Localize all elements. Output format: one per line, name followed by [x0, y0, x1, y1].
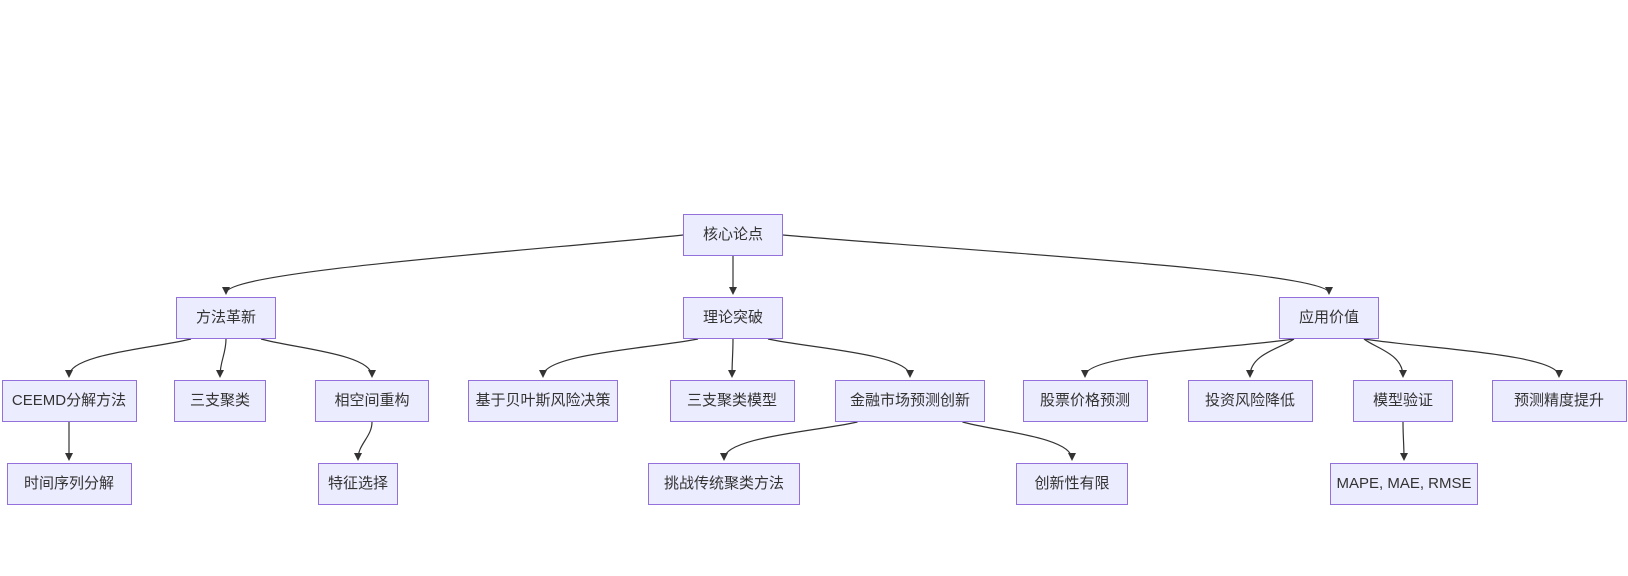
diagram-node-ceemd: CEEMD分解方法 — [1, 380, 137, 422]
diagram-node-fin-innovation: 金融市场预测创新 — [835, 380, 985, 422]
diagram-node-challenge-cluster: 挑战传统聚类方法 — [648, 463, 800, 505]
node-label: 三支聚类 — [189, 391, 250, 409]
node-label: 应用价值 — [1298, 308, 1359, 326]
node-label: 投资风险降低 — [1204, 391, 1295, 409]
node-label: 基于贝叶斯风险决策 — [475, 391, 611, 409]
node-label: 模型验证 — [1372, 391, 1433, 409]
node-label: CEEMD分解方法 — [11, 391, 127, 409]
diagram-node-root: 核心论点 — [683, 214, 783, 256]
edge-root-method — [222, 234, 684, 295]
edge-application-accuracy-improve — [1363, 338, 1563, 378]
node-label: 核心论点 — [702, 225, 763, 243]
edge-model-validation-metrics — [1399, 421, 1408, 461]
edge-method-ceemd — [65, 338, 192, 378]
node-label: MAPE, MAE, RMSE — [1336, 474, 1472, 492]
edge-fin-innovation-challenge-cluster — [720, 421, 858, 461]
diagram-node-feature-selection: 特征选择 — [318, 463, 398, 505]
edge-phase-space-feature-selection — [354, 421, 373, 461]
node-label: 理论突破 — [702, 308, 763, 326]
node-label: 方法革新 — [195, 308, 256, 326]
diagram-node-risk-reduction: 投资风险降低 — [1187, 380, 1313, 422]
diagram-node-ts-decomposition: 时间序列分解 — [6, 463, 132, 505]
diagram-node-application: 应用价值 — [1279, 297, 1379, 339]
node-label: 相空间重构 — [334, 391, 410, 409]
edge-theory-twc-model — [728, 338, 737, 378]
edge-fin-innovation-limited-innovation — [962, 421, 1076, 461]
edge-method-three-way-cluster — [216, 338, 227, 378]
node-label: 特征选择 — [327, 474, 388, 492]
edge-root-application — [782, 234, 1333, 295]
node-label: 三支聚类模型 — [686, 391, 777, 409]
diagram-node-model-validation: 模型验证 — [1353, 380, 1453, 422]
edge-application-stock-prediction — [1081, 338, 1295, 378]
edge-theory-bayes-risk — [539, 338, 699, 378]
diagram-node-phase-space: 相空间重构 — [315, 380, 429, 422]
diagram-node-twc-model: 三支聚类模型 — [669, 380, 795, 422]
diagram-node-method: 方法革新 — [176, 297, 276, 339]
node-label: 创新性有限 — [1034, 474, 1110, 492]
node-label: 股票价格预测 — [1039, 391, 1130, 409]
diagram-node-stock-prediction: 股票价格预测 — [1022, 380, 1148, 422]
edge-theory-fin-innovation — [767, 338, 914, 378]
diagram-node-bayes-risk: 基于贝叶斯风险决策 — [468, 380, 618, 422]
edge-application-model-validation — [1363, 338, 1407, 378]
edge-application-risk-reduction — [1246, 338, 1295, 378]
diagram-node-metrics: MAPE, MAE, RMSE — [1330, 463, 1478, 505]
diagram-node-limited-innovation: 创新性有限 — [1016, 463, 1128, 505]
node-label: 挑战传统聚类方法 — [663, 474, 784, 492]
node-label: 时间序列分解 — [23, 474, 114, 492]
diagram-node-theory: 理论突破 — [683, 297, 783, 339]
node-label: 预测精度提升 — [1513, 391, 1604, 409]
edge-method-phase-space — [260, 338, 376, 378]
node-label: 金融市场预测创新 — [849, 391, 970, 409]
diagram-node-three-way-cluster: 三支聚类 — [174, 380, 266, 422]
diagram-node-accuracy-improve: 预测精度提升 — [1491, 380, 1627, 422]
